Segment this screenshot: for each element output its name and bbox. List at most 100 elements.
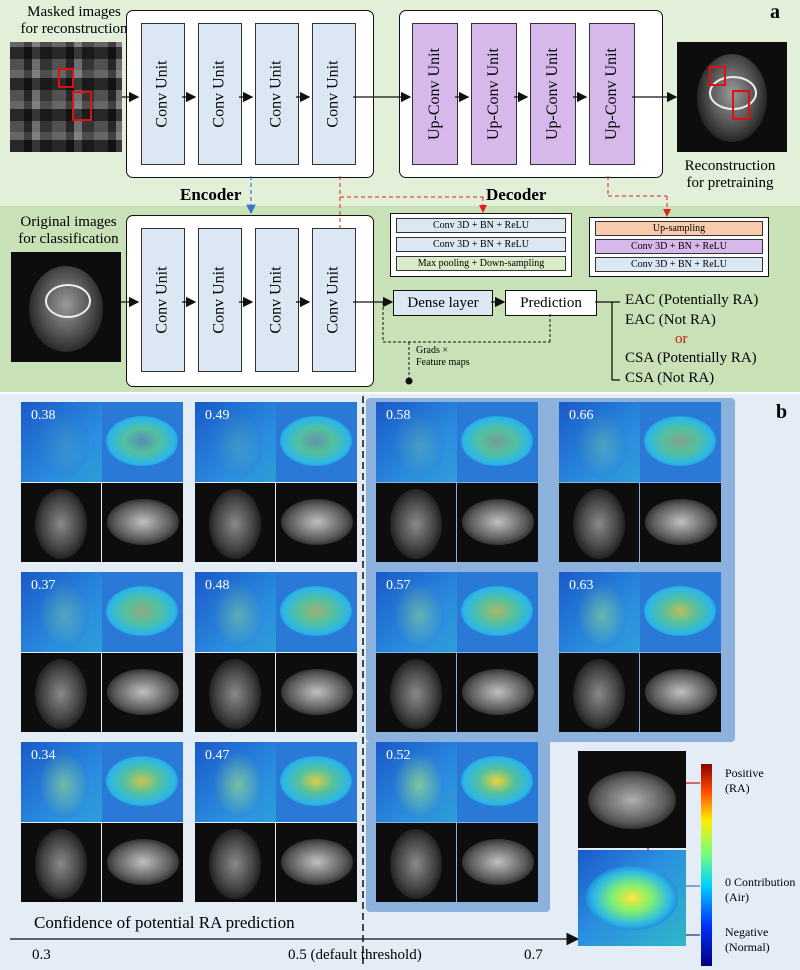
mask-highlight <box>72 91 92 121</box>
encoder-title: Encoder <box>180 185 242 204</box>
heatmap-cell: 0.34 <box>21 742 183 902</box>
axial-mri <box>102 823 183 902</box>
legend-conv3d: Conv 3D + BN + ReLU <box>595 257 763 272</box>
conv-unit: Conv Unit <box>141 23 185 165</box>
heatmap-cell: 0.37 <box>21 572 183 732</box>
outcome-or: or <box>675 331 688 347</box>
conv-unit: Conv Unit <box>198 23 242 165</box>
decoder-block: Up-Conv Unit Up-Conv Unit Up-Conv Unit U… <box>399 10 663 178</box>
axial-heatmap <box>102 742 183 822</box>
mask-highlight <box>709 66 726 86</box>
upconv-unit: Up-Conv Unit <box>412 23 458 165</box>
axial-heatmap <box>457 572 538 652</box>
conv-unit: Conv Unit <box>312 23 356 165</box>
coronal-mri <box>195 483 275 562</box>
axial-mri <box>102 483 183 562</box>
upconv-unit: Up-Conv Unit <box>589 23 635 165</box>
axis-title: Confidence of potential RA prediction <box>34 913 295 932</box>
conv-unit: Conv Unit <box>198 228 242 372</box>
axial-mri <box>102 653 183 732</box>
axial-heatmap <box>276 742 357 822</box>
encoder-block-pretrain: Conv Unit Conv Unit Conv Unit Conv Unit <box>126 10 374 178</box>
heatmap-cell: 0.38 <box>21 402 183 562</box>
confidence-score: 0.63 <box>569 578 594 593</box>
heatmap-cell: 0.58 <box>376 402 538 562</box>
heatmap-cell: 0.48 <box>195 572 357 732</box>
conv-unit: Conv Unit <box>255 23 299 165</box>
confidence-score: 0.48 <box>205 578 230 593</box>
masked-input-image <box>10 42 122 152</box>
axial-heatmap <box>640 572 721 652</box>
confidence-score: 0.58 <box>386 408 411 423</box>
axial-heatmap <box>457 402 538 482</box>
confidence-score: 0.37 <box>31 578 56 593</box>
tick-0-3: 0.3 <box>32 947 51 963</box>
axial-mri <box>457 653 538 732</box>
reconstruction-image <box>677 42 787 152</box>
heatmap-cell: 0.49 <box>195 402 357 562</box>
axial-mri <box>457 483 538 562</box>
confidence-score: 0.52 <box>386 748 411 763</box>
outcome-eac-ra: EAC (Potentially RA) <box>625 292 759 308</box>
axial-mri <box>640 653 721 732</box>
axial-heatmap <box>276 402 357 482</box>
heatmap-cell: 0.47 <box>195 742 357 902</box>
legend-conv3d: Conv 3D + BN + ReLU <box>595 239 763 254</box>
panel-a-label: a <box>770 1 780 23</box>
conv-unit: Conv Unit <box>141 228 185 372</box>
outcome-csa-ra: CSA (Potentially RA) <box>625 350 757 366</box>
legend-maxpool: Max pooling + Down-sampling <box>396 256 566 271</box>
colorbar-negative-label: Negative(Normal) <box>725 925 770 954</box>
confidence-score: 0.34 <box>31 748 56 763</box>
original-input-image <box>11 252 121 362</box>
colorbar-example-heatmap <box>578 850 686 946</box>
confidence-score: 0.66 <box>569 408 594 423</box>
coronal-mri <box>195 653 275 732</box>
encoder-legend: Conv 3D + BN + ReLU Conv 3D + BN + ReLU … <box>390 213 572 277</box>
upconv-unit: Up-Conv Unit <box>530 23 576 165</box>
axial-mri <box>276 483 357 562</box>
decoder-title: Decoder <box>486 185 547 204</box>
outcome-eac-not-ra: EAC (Not RA) <box>625 312 716 328</box>
colorbar-example-mri <box>578 751 686 848</box>
heatmap-cell: 0.57 <box>376 572 538 732</box>
confidence-score: 0.57 <box>386 578 411 593</box>
confidence-score: 0.47 <box>205 748 230 763</box>
colorbar-zero-label: 0 Contribution(Air) <box>725 875 796 904</box>
coronal-mri <box>21 483 101 562</box>
tick-0-5: 0.5 (default threshold) <box>288 947 422 963</box>
axial-heatmap <box>457 742 538 822</box>
heatmap-cell: 0.63 <box>559 572 721 732</box>
axial-heatmap <box>276 572 357 652</box>
coronal-mri <box>376 823 456 902</box>
tick-0-7: 0.7 <box>524 947 543 963</box>
upconv-unit: Up-Conv Unit <box>471 23 517 165</box>
outcome-csa-not-ra: CSA (Not RA) <box>625 370 715 386</box>
conv-unit: Conv Unit <box>312 228 356 372</box>
coronal-mri <box>376 653 456 732</box>
decoder-legend: Up-sampling Conv 3D + BN + ReLU Conv 3D … <box>589 217 769 277</box>
mask-highlight <box>732 90 750 120</box>
axial-heatmap <box>102 402 183 482</box>
conv-unit: Conv Unit <box>255 228 299 372</box>
confidence-score: 0.49 <box>205 408 230 423</box>
coronal-mri <box>21 653 101 732</box>
coronal-mri <box>559 483 639 562</box>
mask-highlight <box>58 68 74 88</box>
dense-layer-box: Dense layer <box>393 290 493 316</box>
panel-a-connectors <box>121 91 678 385</box>
legend-upsampling: Up-sampling <box>595 221 763 236</box>
heatmap-cell: 0.66 <box>559 402 721 562</box>
confidence-score: 0.38 <box>31 408 56 423</box>
colorbar <box>701 764 712 966</box>
grads-caption: Grads ×Feature maps <box>416 345 470 368</box>
coronal-mri <box>195 823 275 902</box>
coronal-mri <box>21 823 101 902</box>
coronal-mri <box>559 653 639 732</box>
legend-conv3d: Conv 3D + BN + ReLU <box>396 237 566 252</box>
heatmap-cell: 0.52 <box>376 742 538 902</box>
axial-mri <box>276 653 357 732</box>
